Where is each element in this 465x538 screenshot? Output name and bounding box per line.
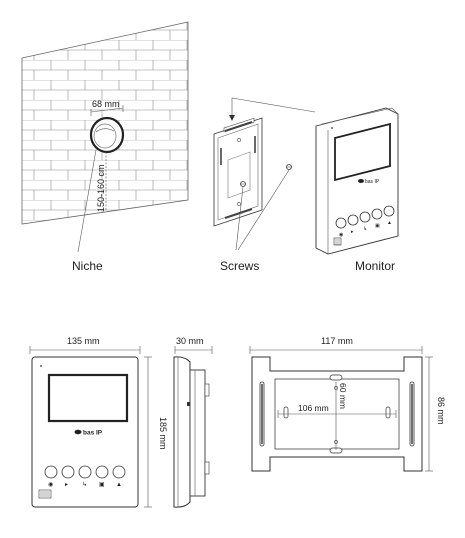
arrow-to-bracket bbox=[229, 97, 316, 121]
bracket-inner-width-dimension: 106 mm bbox=[277, 403, 397, 418]
niche-caption: Niche bbox=[72, 259, 103, 273]
monitor-front-dimension: 135 mm bbox=[29, 336, 141, 354]
svg-text:▣: ▣ bbox=[375, 223, 380, 229]
bracket-inner-height-label: 60 mm bbox=[338, 383, 348, 409]
bracket-width-label: 117 mm bbox=[321, 336, 353, 346]
mounting-bracket-perspective bbox=[213, 117, 263, 227]
svg-text:▲: ▲ bbox=[387, 220, 392, 226]
svg-text:bas IP: bas IP bbox=[83, 430, 103, 437]
phone-icon: ↳ bbox=[82, 481, 87, 488]
niche-diameter-dimension: 68 mm bbox=[90, 99, 124, 116]
screws bbox=[235, 164, 292, 251]
niche-leader-line bbox=[77, 149, 97, 253]
monitor-height-dimension: 185 mm bbox=[144, 356, 168, 508]
monitor-width-label: 135 mm bbox=[67, 336, 100, 346]
monitor-logo: bas IP bbox=[358, 179, 380, 185]
play-icon: ▸ bbox=[65, 482, 68, 488]
monitor-perspective: bas IP ◉ ▸ ↳ ▣ ▲ bbox=[315, 107, 399, 255]
monitor-side-view bbox=[173, 356, 210, 508]
niche-height-dimension: 150-160 cm bbox=[96, 152, 107, 212]
monitor-height-label: 185 mm bbox=[158, 417, 168, 450]
svg-text:▸: ▸ bbox=[351, 229, 354, 235]
niche-hole bbox=[89, 116, 125, 154]
svg-text:↳: ↳ bbox=[363, 226, 367, 232]
monitor-caption: Monitor bbox=[355, 259, 395, 273]
monitor-depth-dimension: 30 mm bbox=[174, 336, 213, 354]
bracket-height-label: 86 mm bbox=[436, 397, 446, 425]
niche-height-label: 150-160 cm bbox=[96, 164, 106, 212]
svg-text:bas IP: bas IP bbox=[365, 179, 380, 185]
front-logo: bas IP bbox=[74, 430, 103, 437]
bracket-inner-height-dimension: 60 mm bbox=[335, 382, 348, 450]
bell-icon: ▲ bbox=[116, 482, 122, 488]
bracket-inner-width-label: 106 mm bbox=[298, 403, 329, 413]
bracket-height-dimension: 86 mm bbox=[425, 356, 446, 472]
svg-text:◉: ◉ bbox=[339, 232, 343, 238]
eye-icon: ◉ bbox=[48, 482, 53, 488]
monitor-depth-label: 30 mm bbox=[176, 336, 204, 346]
bracket-width-dimension: 117 mm bbox=[249, 336, 423, 354]
screws-caption: Screws bbox=[220, 259, 259, 273]
monitor-front-view: bas IP ◉ ▸ ↳ ▣ ▲ bbox=[31, 356, 139, 508]
door-icon: ▣ bbox=[99, 482, 105, 488]
niche-diameter-label: 68 mm bbox=[92, 99, 120, 109]
